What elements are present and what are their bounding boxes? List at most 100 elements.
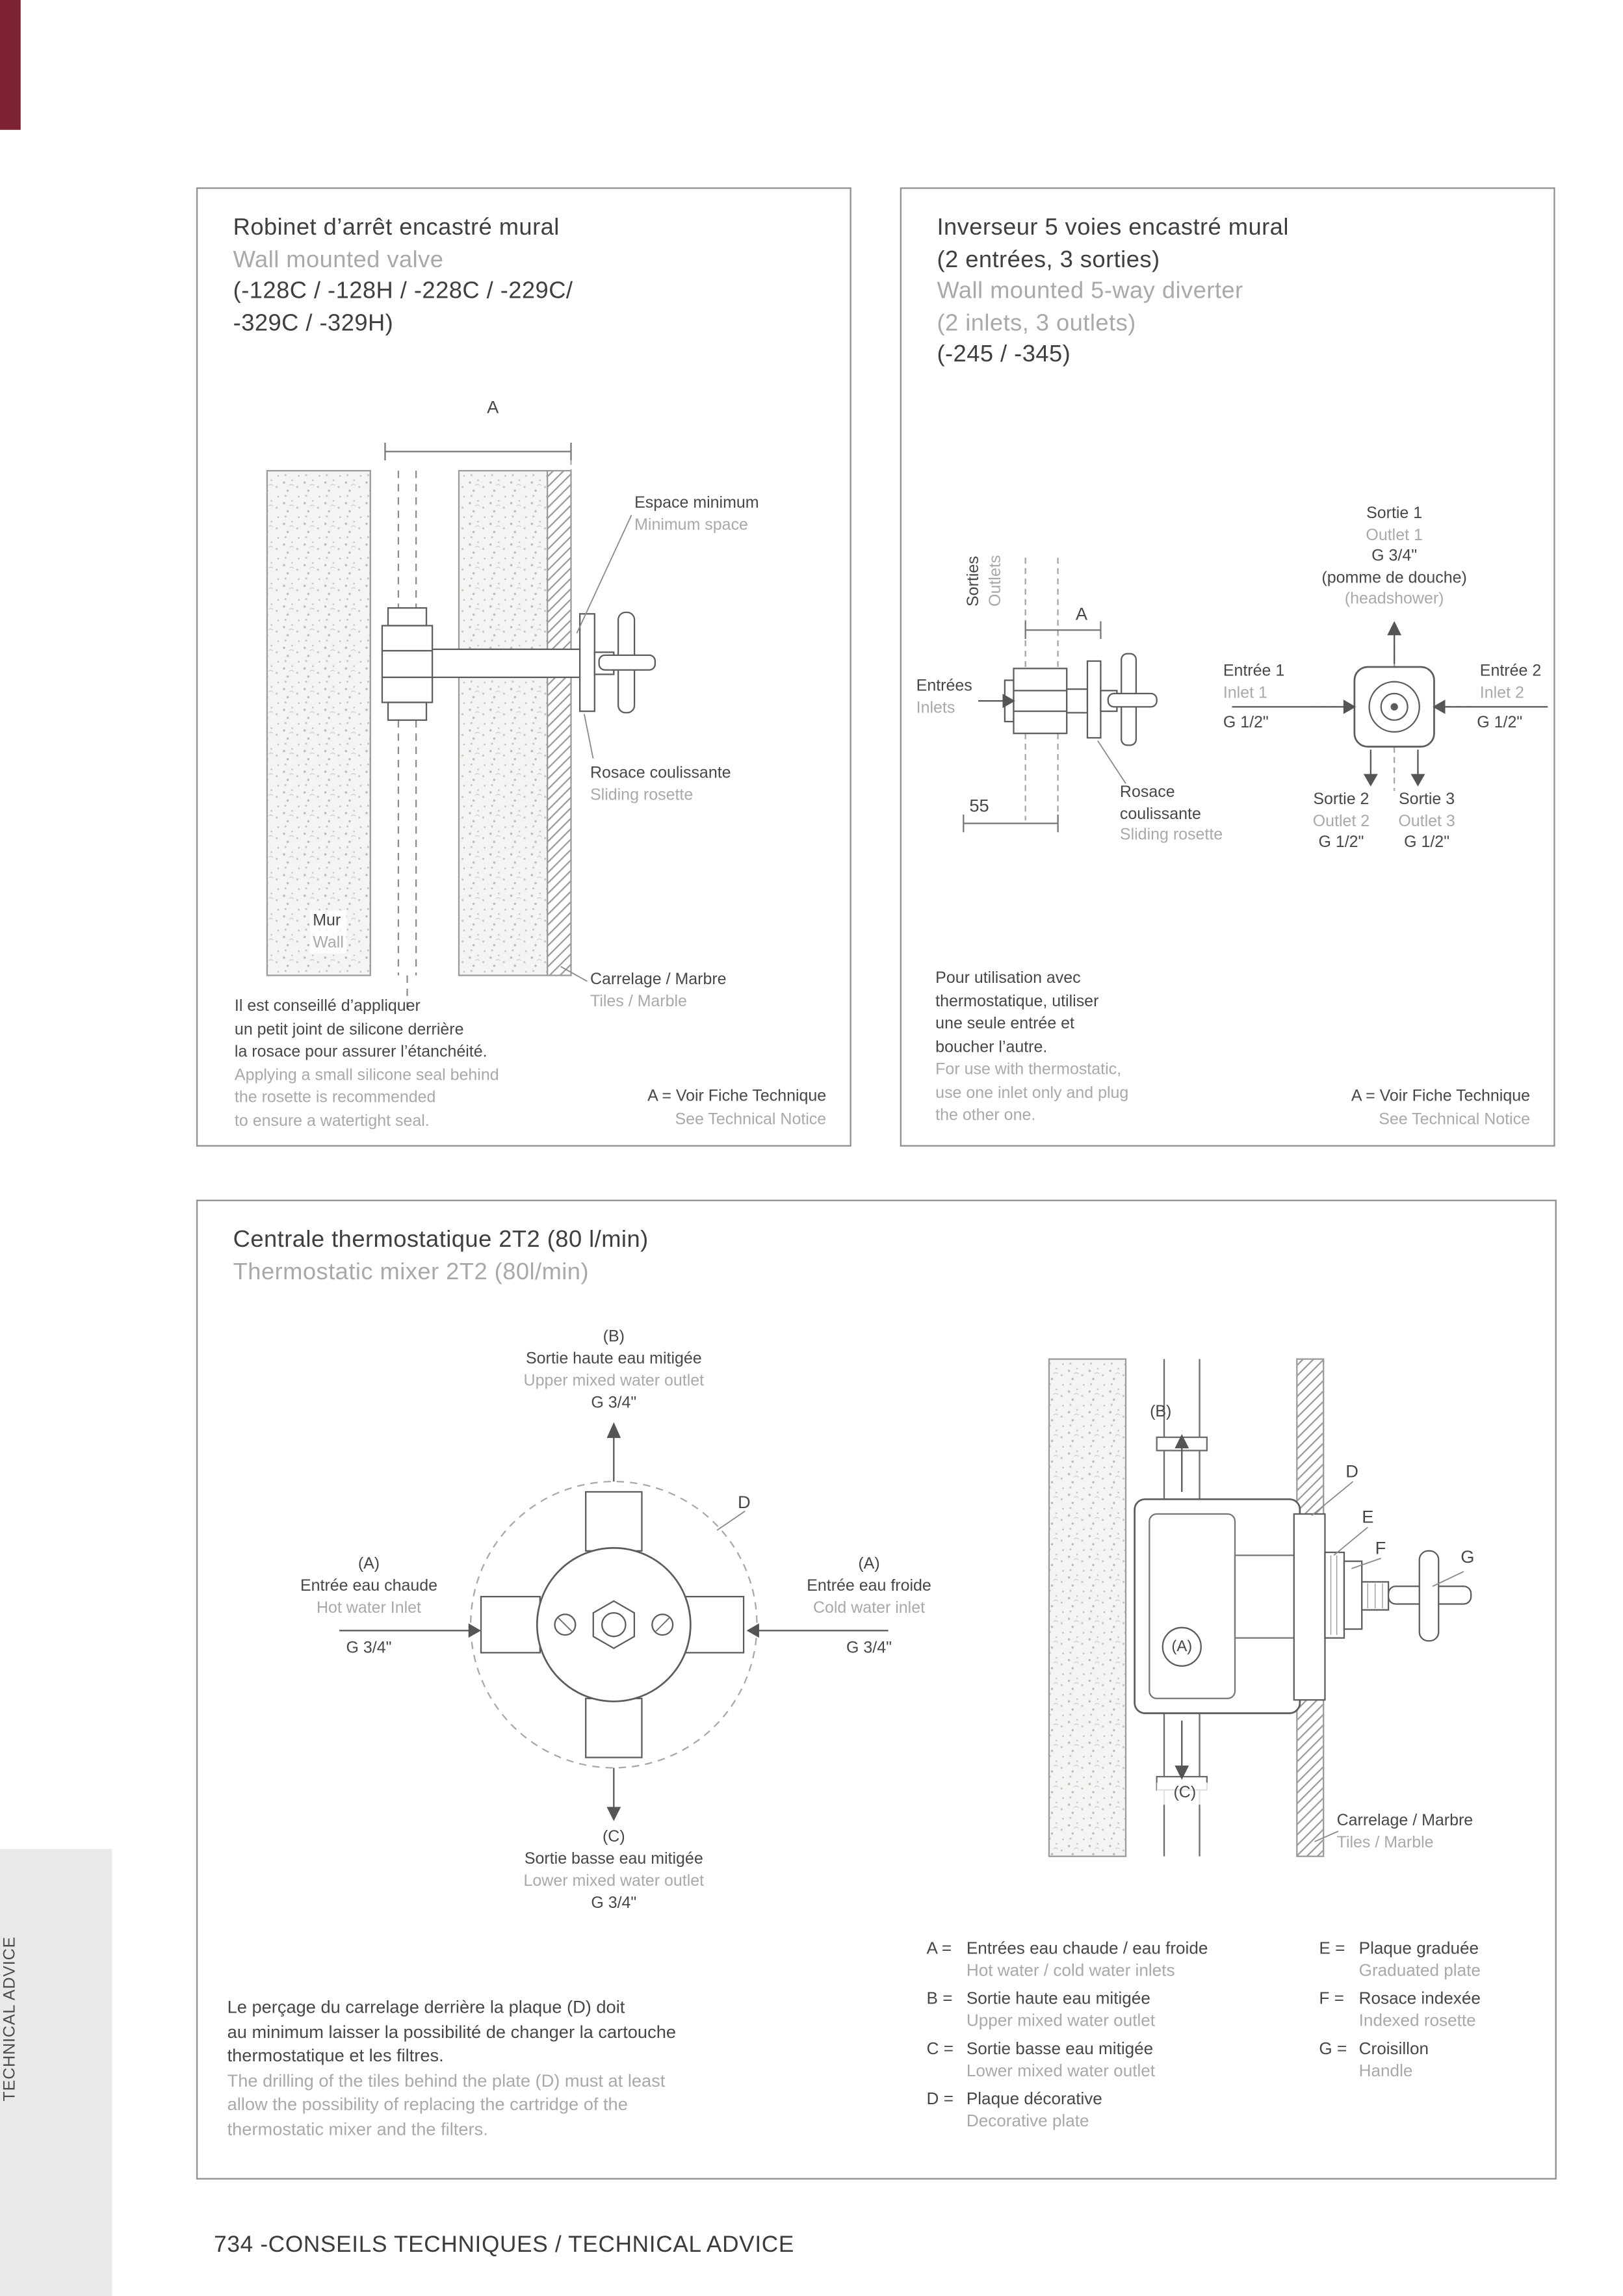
part-leaders <box>1311 1481 1464 1842</box>
plate-d-label: D <box>738 1491 751 1513</box>
outlets-rotated-label: Sorties Outlets <box>963 488 1007 607</box>
note-line: The drilling of the tiles behind the pla… <box>227 2069 666 2091</box>
legend-key: F = <box>1319 1990 1344 2009</box>
side-tab-line: TECHNICAL ADVICE <box>1 1936 19 2102</box>
legend-key: A = <box>926 1940 952 1959</box>
en-text: Cold water inlet <box>812 1599 926 1617</box>
en-text: Graduated plate <box>1358 1963 1481 1981</box>
fr-text: Sortie haute eau mitigée <box>966 1990 1150 2009</box>
en-text: Hot water Inlet <box>316 1599 421 1617</box>
en-text: Inlet 2 <box>1479 684 1524 702</box>
mixer-front-body <box>480 1491 745 1758</box>
technical-notice-ref: A = Voir Fiche Technique See Technical N… <box>647 1086 826 1132</box>
fr-text: Mur <box>313 911 341 930</box>
side-e-label: E <box>1362 1506 1374 1528</box>
en-text: Inlets <box>916 698 955 717</box>
fr-text: Sortie 1 <box>1366 504 1423 523</box>
plate-ridges <box>1330 1555 1383 1636</box>
note-line: Applying a small silicone seal behind <box>234 1066 499 1084</box>
min-space-label: Espace minimum Minimum space <box>634 493 759 536</box>
side-b-label: (B) <box>1150 1403 1172 1422</box>
fr-text: Sortie 2 <box>1313 790 1370 809</box>
hot-inlet-label: (A) Entrée eau chaude Hot water Inlet <box>274 1554 463 1620</box>
side-a-label: (A) <box>1171 1637 1193 1656</box>
front-flow-arrows <box>1232 621 1548 787</box>
fr-text: Entrée eau chaude <box>300 1577 438 1595</box>
inlet1-size: G 1/2" <box>1223 714 1269 732</box>
note-line: Pour utilisation avec <box>935 969 1081 987</box>
fr-text: Sortie 3 <box>1399 790 1455 809</box>
outlet2-label: Sortie 2 Outlet 2 G 1/2" <box>1295 789 1387 854</box>
sliding-rosette-label: Rosace coulissante Sliding rosette <box>1120 782 1226 846</box>
dim-55-label: 55 <box>969 795 989 816</box>
en-text: Hot water / cold water inlets <box>966 1963 1175 1981</box>
diverter-diagram <box>963 558 1548 833</box>
d-leader <box>716 1510 746 1531</box>
wall-section <box>266 469 572 976</box>
diverter-note: Pour utilisation avec thermostatique, ut… <box>935 968 1128 1128</box>
fr-text: Rosace coulissante <box>590 764 731 783</box>
en-text: Outlet 2 <box>1312 812 1370 830</box>
note-line: the other one. <box>935 1106 1036 1125</box>
fr-text: (pomme de douche) <box>1321 569 1467 587</box>
key-text: (C) <box>602 1828 625 1846</box>
thermo-panel-title: Centrale thermostatique 2T2 (80 l/min) T… <box>233 1225 649 1288</box>
fr-text: Plaque graduée <box>1358 1940 1479 1959</box>
inlets-label: Entrées Inlets <box>916 676 972 719</box>
front-flow-arrows <box>339 1422 889 1821</box>
fr-text: Entrée eau froide <box>807 1577 931 1595</box>
diverter-side-body <box>1004 653 1158 746</box>
legend-key: G = <box>1319 2041 1347 2059</box>
size-text: G 1/2" <box>1404 833 1450 852</box>
en-text: Decorative plate <box>966 2113 1089 2131</box>
side-tab-strip: CONSEILS TECHNIQUES TECHNICAL ADVICE <box>0 1849 112 2296</box>
note-line: au minimum laisser la possibilité de cha… <box>227 2020 677 2042</box>
en-text: Lower mixed water outlet <box>523 1872 705 1890</box>
note-line: thermostatic mixer and the filters. <box>227 2118 488 2139</box>
cold-inlet-label: (A) Entrée eau froide Cold water inlet <box>773 1554 965 1620</box>
key-text: (A) <box>858 1555 880 1573</box>
size-text: G 3/4" <box>591 1894 637 1912</box>
wall-section <box>1048 1358 1325 1857</box>
note-line: Il est conseillé d’appliquer <box>234 997 421 1015</box>
side-g-label: G <box>1461 1546 1475 1567</box>
valve-assembly <box>381 607 656 721</box>
en-text: Outlet 3 <box>1398 812 1455 830</box>
en-text: See Technical Notice <box>1379 1110 1530 1128</box>
key-text: (B) <box>603 1328 625 1346</box>
inlet-arrow <box>978 694 1015 709</box>
en-text: See Technical Notice <box>675 1110 827 1128</box>
hot-inlet-size: G 3/4" <box>346 1639 392 1658</box>
fr-text: Carrelage / Marbre <box>590 971 727 989</box>
note-line: boucher l’autre. <box>935 1037 1048 1056</box>
note-line: For use with thermostatic, <box>935 1061 1122 1079</box>
wall-label: Mur Wall <box>309 910 347 954</box>
models-line: (-245 / -345) <box>937 342 1071 368</box>
note-line: Le perçage du carrelage derrière la plaq… <box>227 1996 625 2018</box>
note-line: la rosace pour assurer l’étanchéité. <box>234 1043 487 1062</box>
dimension-lines <box>963 621 1102 833</box>
title-fr: Robinet d’arrêt encastré mural <box>233 215 560 241</box>
side-flow-arrows <box>1175 1434 1189 1780</box>
side-d-label: D <box>1345 1461 1358 1482</box>
models-line: (-128C / -128H / -228C / -229C/ <box>233 279 573 304</box>
valve-panel-title: Robinet d’arrêt encastré mural Wall moun… <box>233 213 573 339</box>
fr-text: A = Voir Fiche Technique <box>647 1087 827 1106</box>
note-line: to ensure a watertight seal. <box>234 1112 430 1130</box>
page-footer: 734 -CONSEILS TECHNIQUES / TECHNICAL ADV… <box>214 2232 795 2258</box>
en-text: Inlet 1 <box>1223 684 1267 702</box>
dimension-a-line <box>384 442 572 471</box>
note-line: use one inlet only and plug <box>935 1084 1129 1102</box>
en-text: Handle <box>1358 2063 1413 2081</box>
fr-text: Sortie basse eau mitigée <box>966 2041 1154 2059</box>
fr-text: Sortie haute eau mitigée <box>525 1350 702 1368</box>
fr-text: Entrées <box>916 677 972 696</box>
note-line: un petit joint de silicone derrière <box>234 1020 464 1038</box>
title-fr: (2 entrées, 3 sorties) <box>937 247 1160 272</box>
rosette-leader <box>1097 740 1126 784</box>
